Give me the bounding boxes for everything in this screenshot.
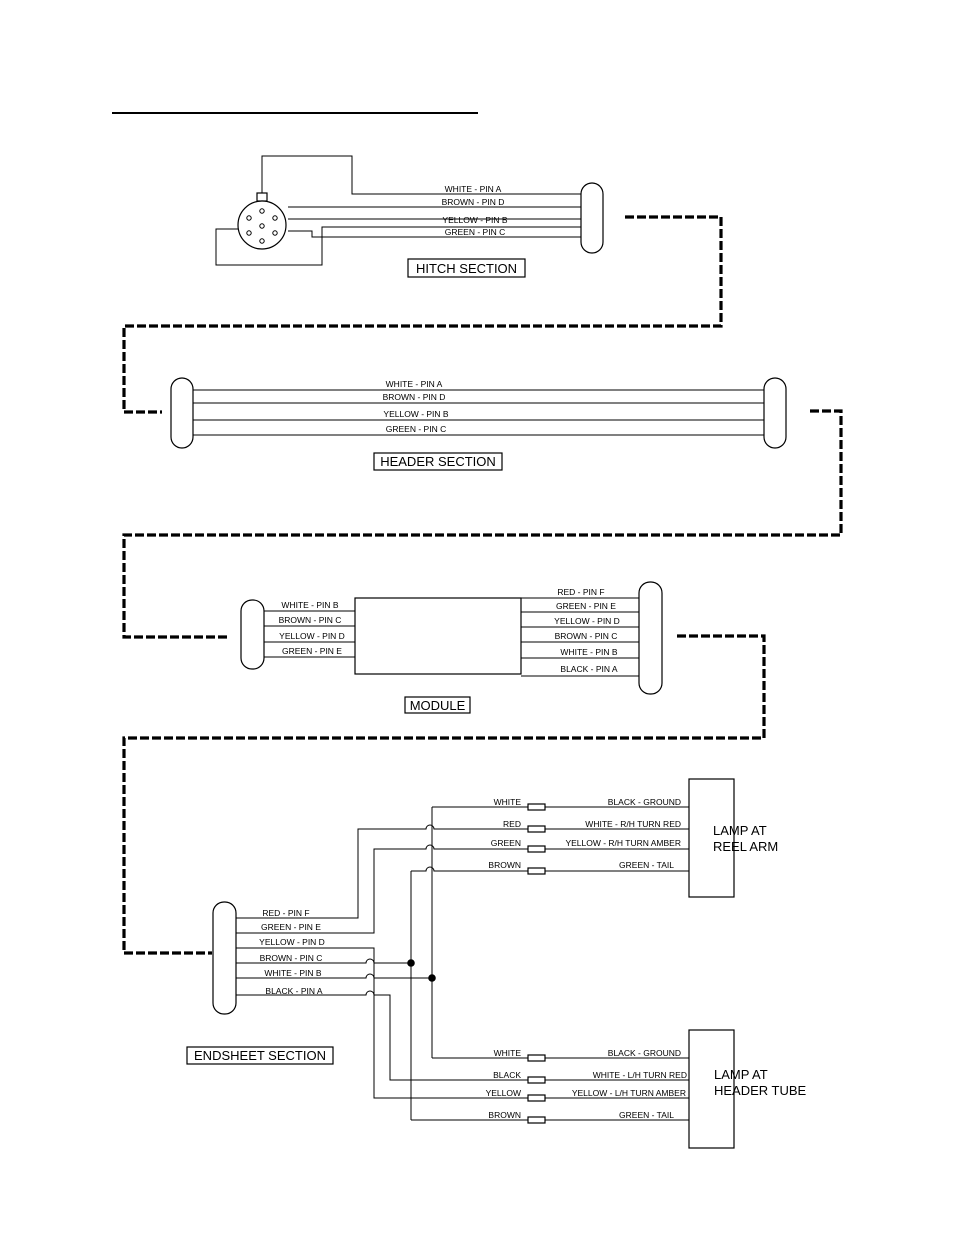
hitch-section: WHITE - PIN A BROWN - PIN D YELLOW - PIN… (215, 155, 604, 278)
endsheet-wire-label: BLACK - PIN A (265, 986, 322, 996)
endsheet-green-wire (236, 844, 528, 934)
plug-pin (259, 238, 265, 244)
hitch-top-loop-wire (261, 155, 582, 195)
header-splice-connector (527, 1054, 546, 1062)
reel-splice-connector (527, 825, 546, 833)
endsheet-brown-wire (236, 958, 411, 964)
endsheet-connector (212, 901, 237, 1015)
header-splice-connector (527, 1076, 546, 1084)
header-right-connector (763, 377, 787, 449)
reel-right-label: YELLOW - R/H TURN AMBER (565, 838, 681, 848)
module-title-box (404, 696, 471, 714)
hitch-wire-label: WHITE - PIN A (445, 184, 502, 194)
hitch-wire-label: GREEN - PIN C (445, 227, 505, 237)
module-input-label: YELLOW - PIN D (279, 631, 345, 641)
header-section-title: HEADER SECTION (380, 454, 496, 469)
header-wire-label: YELLOW - PIN B (383, 409, 449, 419)
harness-link-2 (122, 409, 843, 639)
module-input-label: WHITE - PIN B (281, 600, 338, 610)
header-lamp-title: LAMP AT (714, 1067, 768, 1082)
header-lamp-right-label: YELLOW - L/H TURN AMBER (572, 1088, 686, 1098)
plug-pin (246, 215, 252, 221)
header-lamp-right-label: BLACK - GROUND (608, 1048, 681, 1058)
header-wire-label: WHITE - PIN A (386, 379, 443, 389)
reel-left-label: WHITE (494, 797, 522, 807)
reel-left-label: BROWN (488, 860, 521, 870)
module-output-label: YELLOW - PIN D (554, 616, 620, 626)
endsheet-wire-label: RED - PIN F (262, 908, 309, 918)
header-splice-connector (527, 1094, 546, 1102)
header-section: WHITE - PIN A BROWN - PIN D YELLOW - PIN… (170, 377, 787, 471)
hitch-section-title-box (407, 258, 526, 278)
endsheet-yellow-wire (236, 947, 528, 1099)
white-junction-dot (428, 974, 436, 982)
plug-pin (272, 215, 278, 221)
plug-tab (256, 192, 268, 202)
hitch-connector (580, 182, 604, 254)
reel-right-label: BLACK - GROUND (608, 797, 681, 807)
endsheet-wire-label: YELLOW - PIN D (259, 937, 325, 947)
header-wire-label: GREEN - PIN C (386, 424, 446, 434)
module-input-label: BROWN - PIN C (279, 615, 342, 625)
reel-left-label: RED (503, 819, 521, 829)
header-lamp-left-label: BROWN (488, 1110, 521, 1120)
endsheet-wire-label: BROWN - PIN C (260, 953, 323, 963)
endsheet-section-title-box (186, 1046, 334, 1065)
header-lamp-left-label: WHITE (494, 1048, 522, 1058)
hitch-wire-4 (288, 230, 582, 238)
endsheet-red-wire (236, 824, 528, 919)
module-box (354, 597, 522, 675)
reel-splice-connector (527, 867, 546, 875)
reel-right-label: WHITE - R/H TURN RED (585, 819, 681, 829)
module-output-label: RED - PIN F (557, 587, 604, 597)
module-section: WHITE - PIN B BROWN - PIN C YELLOW - PIN… (240, 581, 663, 714)
lamp-header-tube: WHITE BLACK YELLOW BROWN BLACK - GROUND … (486, 1029, 807, 1149)
plug-pin (246, 230, 252, 236)
lamp-reel-arm: WHITE RED GREEN BROWN BLACK - GROUND WHI… (488, 778, 778, 898)
header-lamp-left-label: YELLOW (486, 1088, 521, 1098)
harness-link-1 (122, 215, 723, 414)
plug-pin (259, 223, 265, 229)
endsheet-wire-label: WHITE - PIN B (264, 968, 321, 978)
module-input-label: GREEN - PIN E (282, 646, 342, 656)
harness-link-3 (122, 634, 766, 955)
hitch-wire-label: BROWN - PIN D (442, 197, 505, 207)
reel-splice-connector (527, 845, 546, 853)
header-lamp-left-label: BLACK (493, 1070, 521, 1080)
module-output-label: GREEN - PIN E (556, 601, 616, 611)
endsheet-section: RED - PIN F GREEN - PIN E YELLOW - PIN D… (186, 806, 528, 1121)
module-output-label: WHITE - PIN B (560, 647, 617, 657)
plug-pin (272, 230, 278, 236)
reel-lamp-title: REEL ARM (713, 839, 778, 854)
hitch-bottom-loop-wire (215, 226, 582, 266)
module-output-label: BROWN - PIN C (555, 631, 618, 641)
endsheet-black-wire (236, 990, 528, 1081)
endsheet-wire-label: GREEN - PIN E (261, 922, 321, 932)
module-output-connector (638, 581, 663, 695)
reel-splice-connector (527, 803, 546, 811)
reel-lamp-title: LAMP AT (713, 823, 767, 838)
module-output-label: BLACK - PIN A (560, 664, 617, 674)
header-lamp-right-label: GREEN - TAIL (619, 1110, 674, 1120)
header-lamp-box (688, 1029, 735, 1149)
header-lamp-right-label: WHITE - L/H TURN RED (593, 1070, 687, 1080)
module-title: MODULE (410, 698, 466, 713)
module-input-connector (240, 599, 265, 670)
hitch-section-title: HITCH SECTION (416, 261, 517, 276)
reel-right-label: GREEN - TAIL (619, 860, 674, 870)
header-lamp-title: HEADER TUBE (714, 1083, 807, 1098)
reel-lamp-box (688, 778, 735, 898)
plug-pin (259, 208, 265, 214)
brown-to-reel (411, 866, 528, 872)
endsheet-white-wire (236, 973, 432, 979)
header-wire-label: BROWN - PIN D (383, 392, 446, 402)
brown-junction-dot (407, 959, 415, 967)
endsheet-section-title: ENDSHEET SECTION (194, 1048, 326, 1063)
reel-left-label: GREEN (491, 838, 521, 848)
header-section-title-box (373, 452, 503, 471)
header-splice-connector (527, 1116, 546, 1124)
header-left-connector (170, 377, 194, 449)
hitch-wire-label: YELLOW - PIN B (442, 215, 508, 225)
